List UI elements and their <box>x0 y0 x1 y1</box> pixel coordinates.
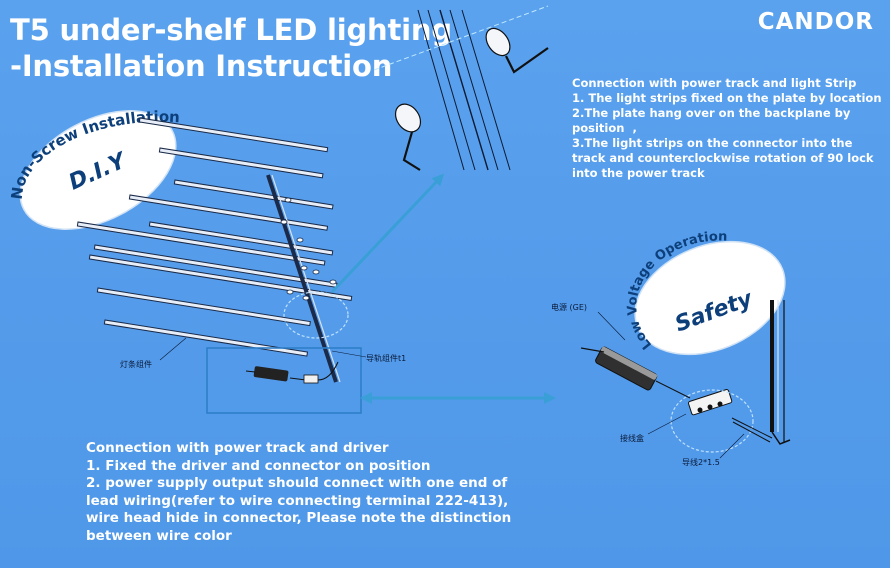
arrow-to-track-closeup <box>330 173 445 294</box>
light-strip <box>76 221 326 266</box>
leader-power <box>597 311 626 341</box>
note-strip-connection: Connection with power track and light St… <box>572 76 882 181</box>
note-strip-line: 1. The light strips fixed on the plate b… <box>572 91 882 105</box>
highlight-circle <box>283 291 349 339</box>
note-strip-line: track and counterclockwise rotation of 9… <box>572 151 874 165</box>
track-closeup <box>373 5 549 171</box>
note-strip-line: 3.The light strips on the connector into… <box>572 136 853 150</box>
leader-track <box>331 350 367 358</box>
strip-clips <box>280 197 337 301</box>
light-strip <box>93 244 338 288</box>
light-strip <box>138 117 329 153</box>
title-line-2: -Installation Instruction <box>10 49 393 83</box>
note-strip-line: Connection with power track and light St… <box>572 76 857 90</box>
leader-light-strip <box>159 337 187 361</box>
light-strip <box>173 179 334 210</box>
badge-diy: Non-Screw Installation D.I.Y <box>8 108 180 230</box>
note-driver-line: lead wiring(refer to wire connecting ter… <box>86 492 509 509</box>
note-strip-line: into the power track <box>572 166 705 180</box>
driver-unit <box>245 361 339 384</box>
label-wire: 导线2*1.5 <box>682 457 720 467</box>
light-strip <box>128 194 329 231</box>
light-strip <box>103 319 309 357</box>
light-strip <box>158 147 324 179</box>
brand-logo: CANDOR <box>757 9 874 35</box>
note-driver-line: between wire color <box>86 527 232 544</box>
junction-box <box>688 389 733 416</box>
label-junction-box: 接线盒 <box>620 433 644 443</box>
title-line-1: T5 under-shelf LED lighting <box>10 13 452 47</box>
note-driver-line: wire head hide in connector, Please note… <box>86 510 512 527</box>
note-strip-line: position , <box>572 121 637 135</box>
light-strip <box>96 287 311 327</box>
light-strip <box>148 221 334 256</box>
badge-safety: Low Voltage Operation Safety <box>625 229 786 356</box>
note-driver-line: Connection with power track and driver <box>86 440 389 456</box>
note-driver-line: 1. Fixed the driver and connector on pos… <box>86 457 431 474</box>
light-strip <box>88 254 353 301</box>
leader-wire <box>719 433 745 459</box>
note-driver-connection: Connection with power track and driver 1… <box>86 440 511 546</box>
power-supply <box>580 346 691 399</box>
label-light-strip: 灯条组件 <box>120 359 152 369</box>
right-track <box>731 300 791 445</box>
note-driver-line: 2. power supply output should connect wi… <box>86 475 508 492</box>
label-power-ge: 电源 (GE) <box>551 302 587 312</box>
leader-junction <box>647 413 687 435</box>
light-strip-assembly <box>76 117 353 357</box>
driver-highlight-box <box>206 347 362 414</box>
label-track: 导轨组件t1 <box>366 353 406 363</box>
junction-highlight-circle <box>670 389 754 453</box>
note-strip-line: 2.The plate hang over on the backplane b… <box>572 106 851 120</box>
